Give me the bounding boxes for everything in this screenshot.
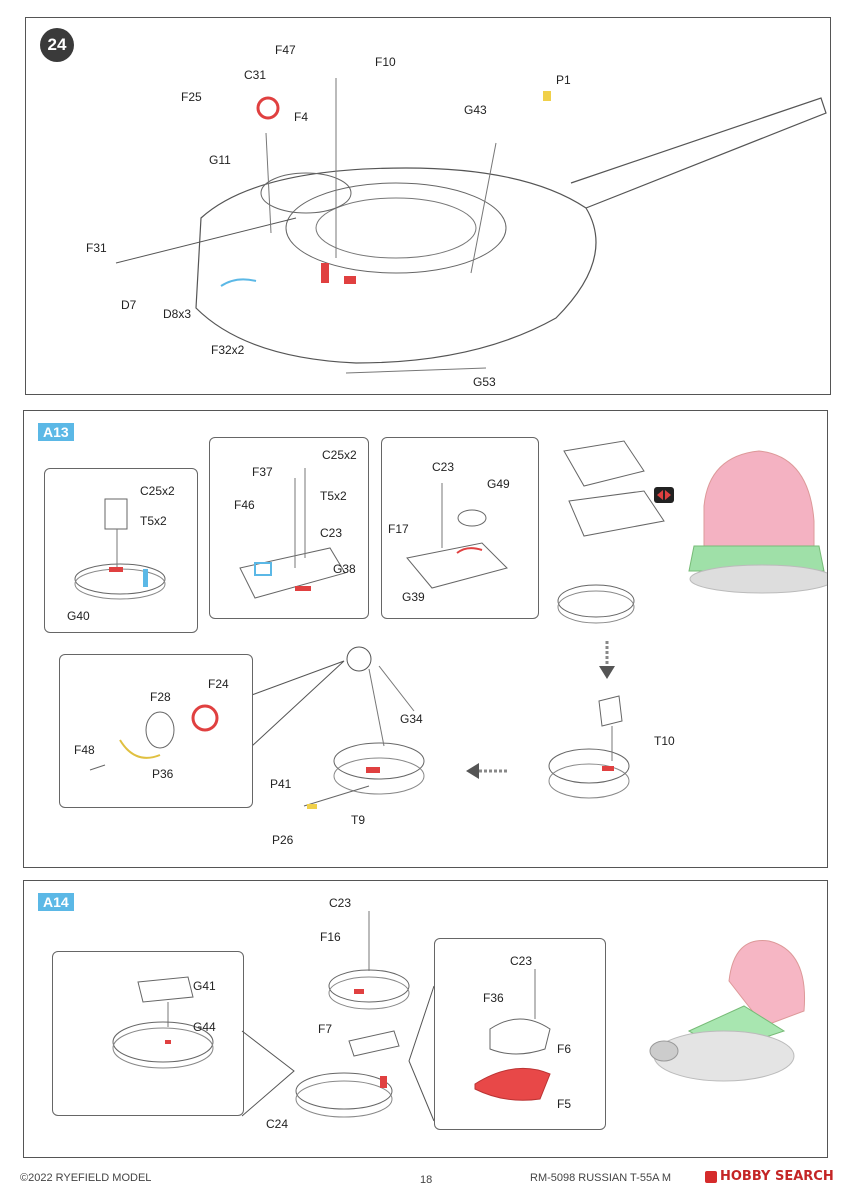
label-P26: P26 [272, 833, 294, 847]
label-D7: D7 [121, 298, 137, 312]
a13-box-1: C25x2 T5x2 G40 [44, 468, 198, 633]
label-C23-c: C23 [432, 460, 455, 474]
label-G39: G39 [402, 590, 425, 604]
a13-drawing [248, 440, 827, 809]
label-C24: C24 [266, 1117, 289, 1131]
label-C31: C31 [244, 68, 267, 82]
a13-box-3: C23 G49 F17 G39 [381, 437, 539, 619]
a13-box-2: F37 C25x2 T5x2 F46 C23 G38 [209, 437, 369, 619]
label-F47: F47 [275, 43, 296, 57]
step-24-panel: 24 F47 F10 C31 F25 F4 P1 G43 G11 F31 D7 … [25, 17, 831, 395]
label-P1: P1 [556, 73, 571, 87]
label-G41: G41 [193, 979, 216, 993]
label-P41: P41 [270, 777, 292, 791]
label-T5x2: T5x2 [140, 514, 167, 528]
label-G53: G53 [473, 375, 496, 389]
label-F37: F37 [252, 465, 273, 479]
label-C25x2: C25x2 [140, 484, 175, 498]
label-T9: T9 [351, 813, 366, 827]
label-G49: G49 [487, 477, 510, 491]
logo-icon [705, 1170, 717, 1183]
hobby-search-logo: HOBBY SEARCH [705, 1169, 834, 1184]
label-C23: C23 [320, 526, 343, 540]
step-number-badge: 24 [40, 28, 74, 62]
a13-panel: A13 C25x2 T5x2 G40 F37 C25x2 T5x2 F46 C2… [23, 410, 828, 868]
label-F4: F4 [294, 110, 309, 124]
label-G34: G34 [400, 712, 423, 726]
a14-box-2: C23 F36 F6 F5 [434, 938, 606, 1130]
label-F17: F17 [388, 522, 409, 536]
turret-drawing [115, 78, 827, 374]
label-G43: G43 [464, 103, 487, 117]
label-F36: F36 [483, 991, 504, 1005]
label-F16: F16 [320, 930, 341, 944]
label-G38: G38 [333, 562, 356, 576]
label-G40: G40 [67, 609, 90, 623]
label-G11: G11 [209, 153, 231, 167]
label-F32x2: F32x2 [211, 343, 245, 357]
label-F5: F5 [557, 1097, 572, 1111]
label-D8x3: D8x3 [163, 307, 192, 321]
a13-box-4: F28 F24 F48 P36 [59, 654, 253, 808]
a14-drawing [241, 911, 806, 1122]
product-code: RM-5098 RUSSIAN T-55A M [530, 1172, 672, 1184]
label-G44: G44 [193, 1020, 216, 1034]
label-C23-d: C23 [510, 954, 533, 968]
label-F48: F48 [74, 743, 95, 757]
label-P36: P36 [152, 767, 174, 781]
label-F31: F31 [86, 241, 107, 255]
label-F28: F28 [150, 690, 171, 704]
label-C25x2-b: C25x2 [322, 448, 357, 462]
a14-tag: A14 [38, 893, 74, 911]
label-F46: F46 [234, 498, 255, 512]
label-T10: T10 [654, 734, 675, 748]
label-F6: F6 [557, 1042, 572, 1056]
a14-panel: A14 G41 G44 [23, 880, 828, 1158]
label-F24: F24 [208, 677, 229, 691]
label-F7: F7 [318, 1022, 333, 1036]
label-F25: F25 [181, 90, 202, 104]
label-C23-e: C23 [329, 896, 352, 910]
a13-tag: A13 [38, 423, 74, 441]
label-T5x2-b: T5x2 [320, 489, 347, 503]
a14-box-1: G41 G44 [52, 951, 244, 1116]
page-number: 18 [420, 1174, 433, 1186]
copyright-text: ©2022 RYEFIELD MODEL [20, 1172, 152, 1184]
label-F10: F10 [375, 55, 396, 69]
